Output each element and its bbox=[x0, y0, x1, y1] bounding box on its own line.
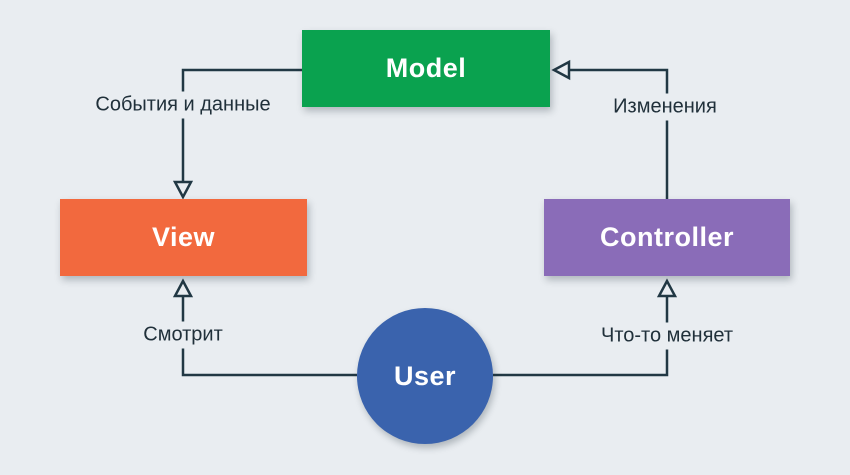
edge-controller-to-model bbox=[569, 68, 669, 199]
view-node: View bbox=[60, 199, 307, 276]
arrowhead-down-into-view-icon bbox=[172, 180, 194, 200]
arrowhead-up-into-controller-icon bbox=[656, 278, 678, 298]
edge-label-changes: Изменения bbox=[605, 93, 725, 121]
user-node: User bbox=[357, 308, 493, 444]
arrowhead-up-into-view-icon bbox=[172, 278, 194, 298]
edge-label-watches: Смотрит bbox=[135, 321, 231, 349]
edge-label-events-and-data: События и данные bbox=[87, 91, 279, 119]
edge-user-to-controller bbox=[493, 296, 669, 377]
controller-node: Controller bbox=[544, 199, 790, 276]
model-node-label: Model bbox=[385, 53, 467, 83]
model-node: Model bbox=[302, 30, 550, 107]
arrowhead-left-into-model-icon bbox=[551, 59, 571, 81]
edge-model-to-view bbox=[181, 68, 302, 182]
user-node-label: User bbox=[393, 360, 457, 391]
view-node-label: View bbox=[151, 222, 216, 252]
controller-node-label: Controller bbox=[599, 222, 734, 252]
edge-label-changes-something: Что-то меняет bbox=[592, 322, 742, 350]
